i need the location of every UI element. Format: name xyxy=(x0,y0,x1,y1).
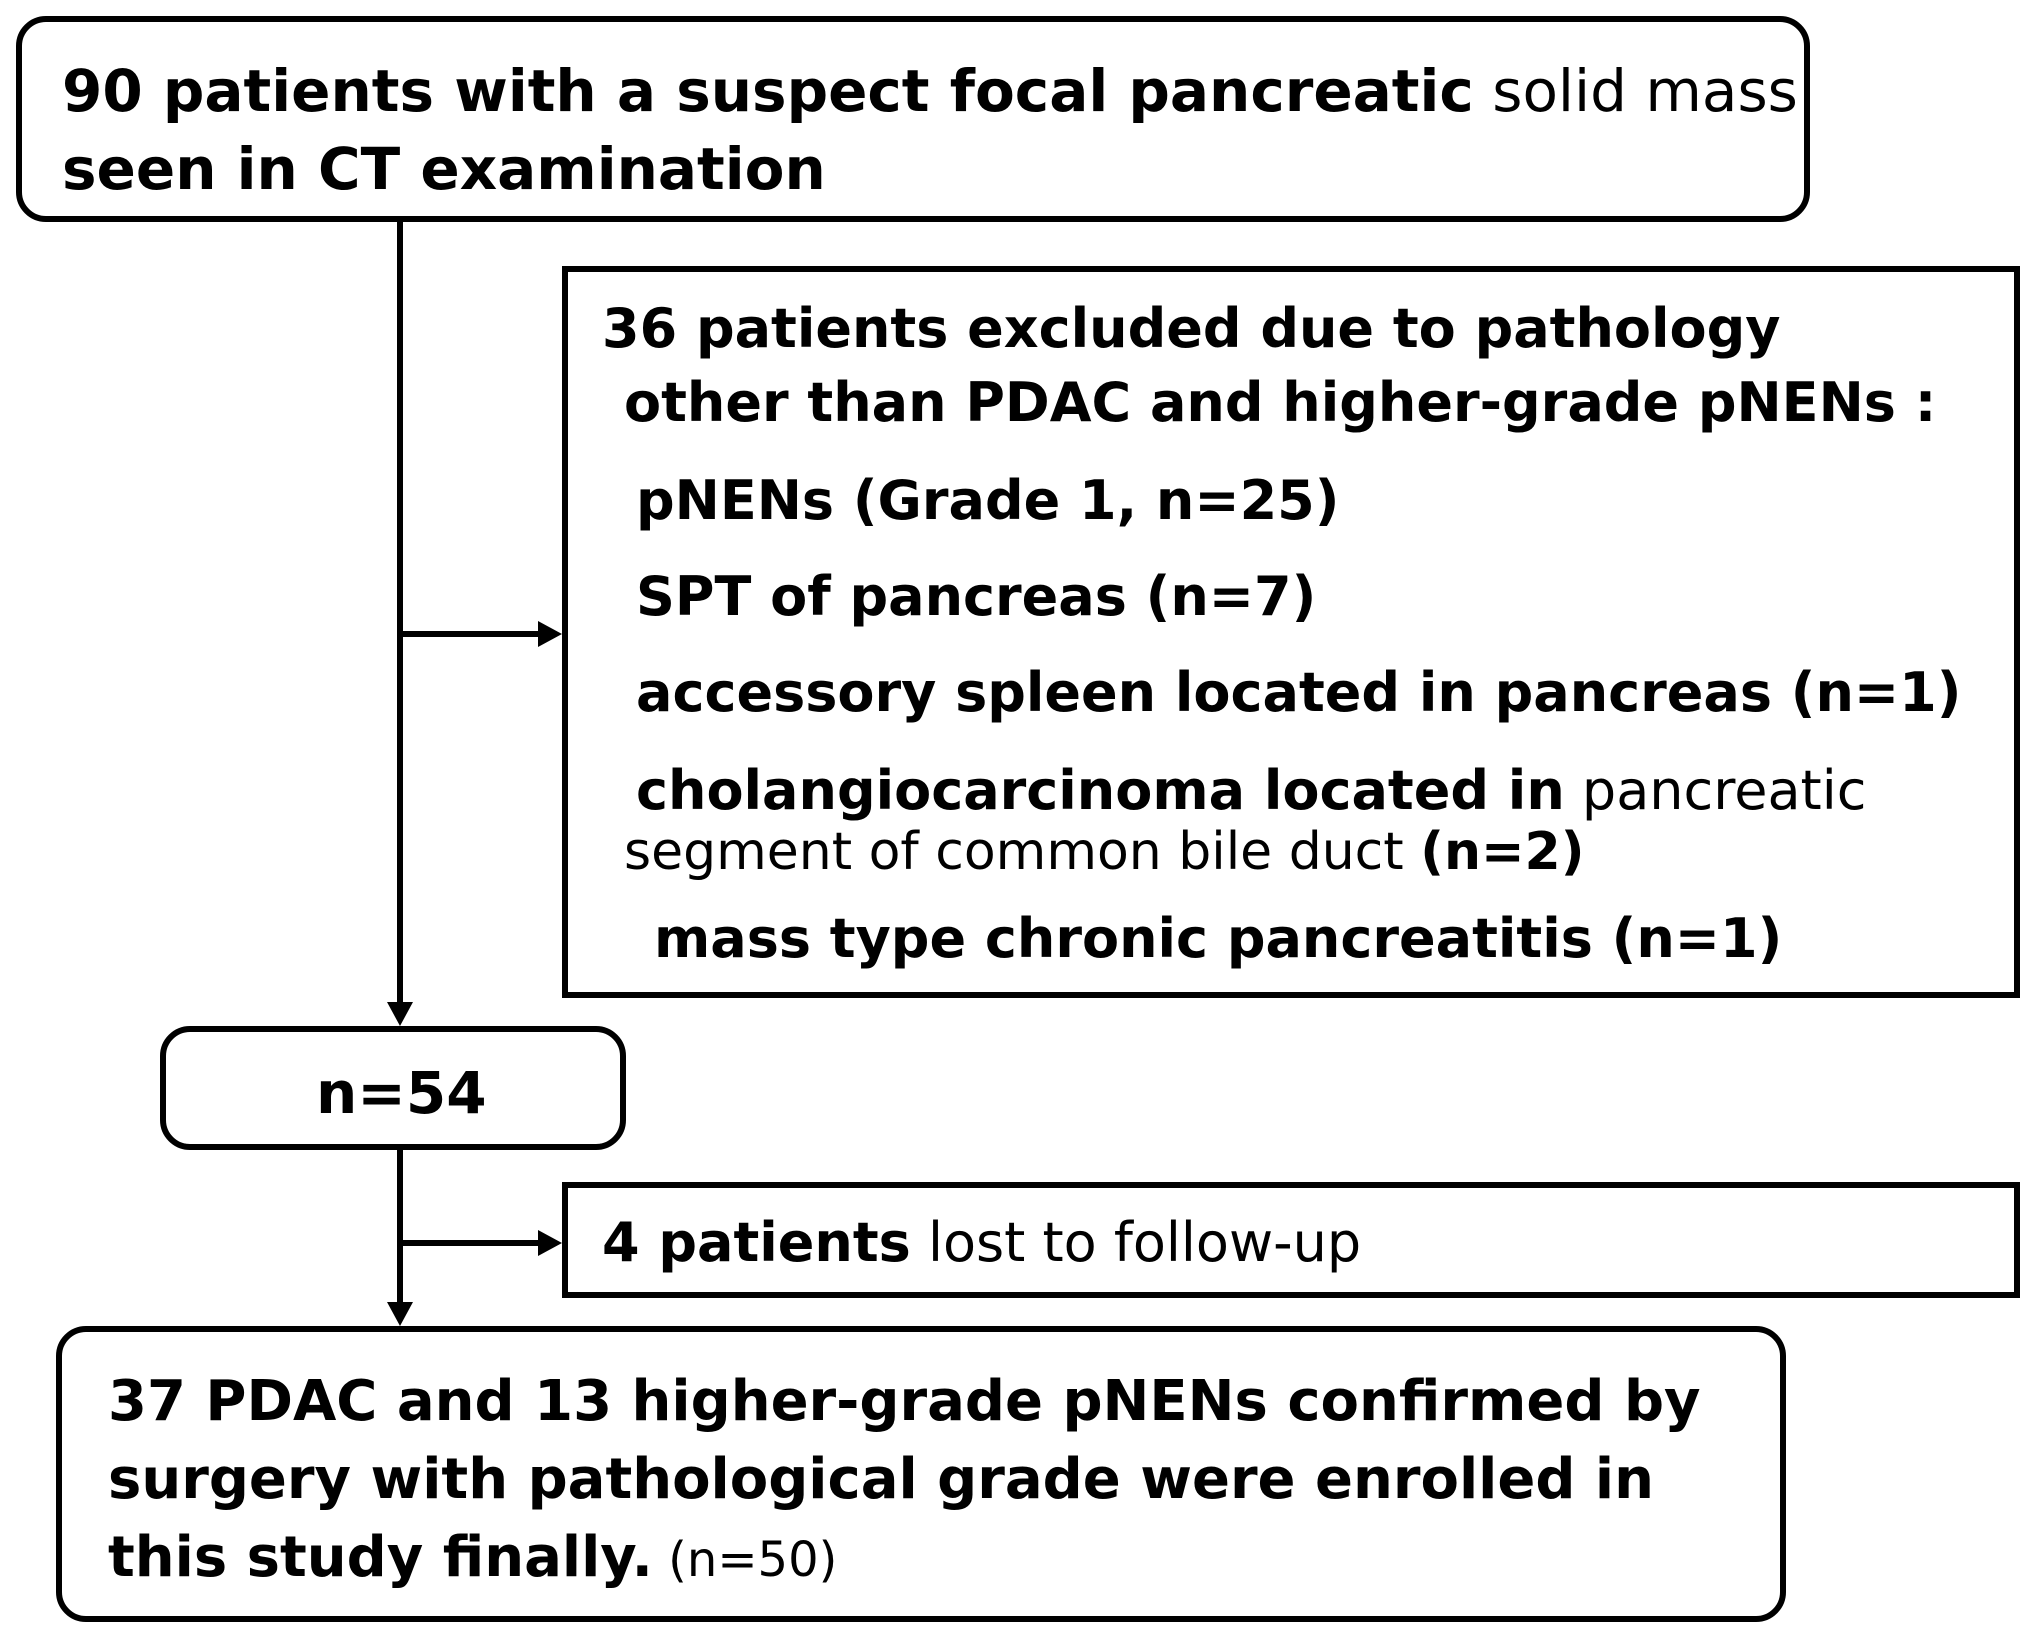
exclusion-item-cholangiocarcinoma-line-2: segment of common bile duct (n=2) xyxy=(624,826,1585,878)
exclusion-box: 36 patients excluded due to pathology ot… xyxy=(562,266,2020,998)
exclusion-item-accessory-spleen: accessory spleen located in pancreas (n=… xyxy=(636,661,1962,724)
final-line-1: 37 PDAC and 13 higher-grade pNENs confir… xyxy=(108,1369,1701,1434)
arrowhead-lost xyxy=(538,1230,562,1256)
arrowhead-final xyxy=(387,1302,413,1326)
lost-label: 4 patients lost to follow-up xyxy=(602,1216,1361,1270)
lost-box: 4 patients lost to follow-up xyxy=(562,1182,2020,1298)
arrowhead-n54 xyxy=(387,1002,413,1026)
final-line-3: this study finally. (n=50) xyxy=(108,1530,837,1586)
start-line-2: seen in CT examination xyxy=(62,135,826,203)
remaining-count: n=54 xyxy=(316,1059,487,1127)
final-line-3-bold: this study finally. xyxy=(108,1525,653,1590)
lost-reason: lost to follow-up xyxy=(910,1211,1362,1274)
start-line-1: 90 patients with a suspect focal pancrea… xyxy=(62,62,1798,120)
final-line-2: surgery with pathological grade were enr… xyxy=(108,1447,1654,1512)
remaining-box: n=54 xyxy=(160,1026,626,1150)
cholangiocarcinoma-normal: pancreatic xyxy=(1564,759,1867,822)
common-bile-duct-normal: segment of common bile duct xyxy=(624,822,1421,882)
final-total: (n=50) xyxy=(652,1532,838,1588)
start-line-1-normal: solid mass xyxy=(1473,57,1798,125)
common-bile-duct-count: (n=2) xyxy=(1420,822,1585,882)
cholangiocarcinoma-bold: cholangiocarcinoma located in xyxy=(636,759,1565,822)
final-box: 37 PDAC and 13 higher-grade pNENs confir… xyxy=(56,1326,1786,1622)
arrowhead-exclusion xyxy=(538,621,562,647)
exclusion-title-line-1: 36 patients excluded due to pathology xyxy=(602,297,1781,360)
start-box: 90 patients with a suspect focal pancrea… xyxy=(16,16,1810,222)
exclusion-title-line-2: other than PDAC and higher-grade pNENs : xyxy=(624,371,1937,434)
exclusion-item-chronic-pancreatitis: mass type chronic pancreatitis (n=1) xyxy=(654,907,1783,970)
lost-count: 4 patients xyxy=(602,1211,911,1274)
exclusion-item-pnens: pNENs (Grade 1, n=25) xyxy=(636,469,1340,532)
exclusion-item-spt: SPT of pancreas (n=7) xyxy=(636,565,1317,628)
start-line-1-bold: 90 patients with a suspect focal pancrea… xyxy=(62,57,1474,125)
exclusion-item-cholangiocarcinoma: cholangiocarcinoma located in pancreatic xyxy=(636,764,1866,818)
